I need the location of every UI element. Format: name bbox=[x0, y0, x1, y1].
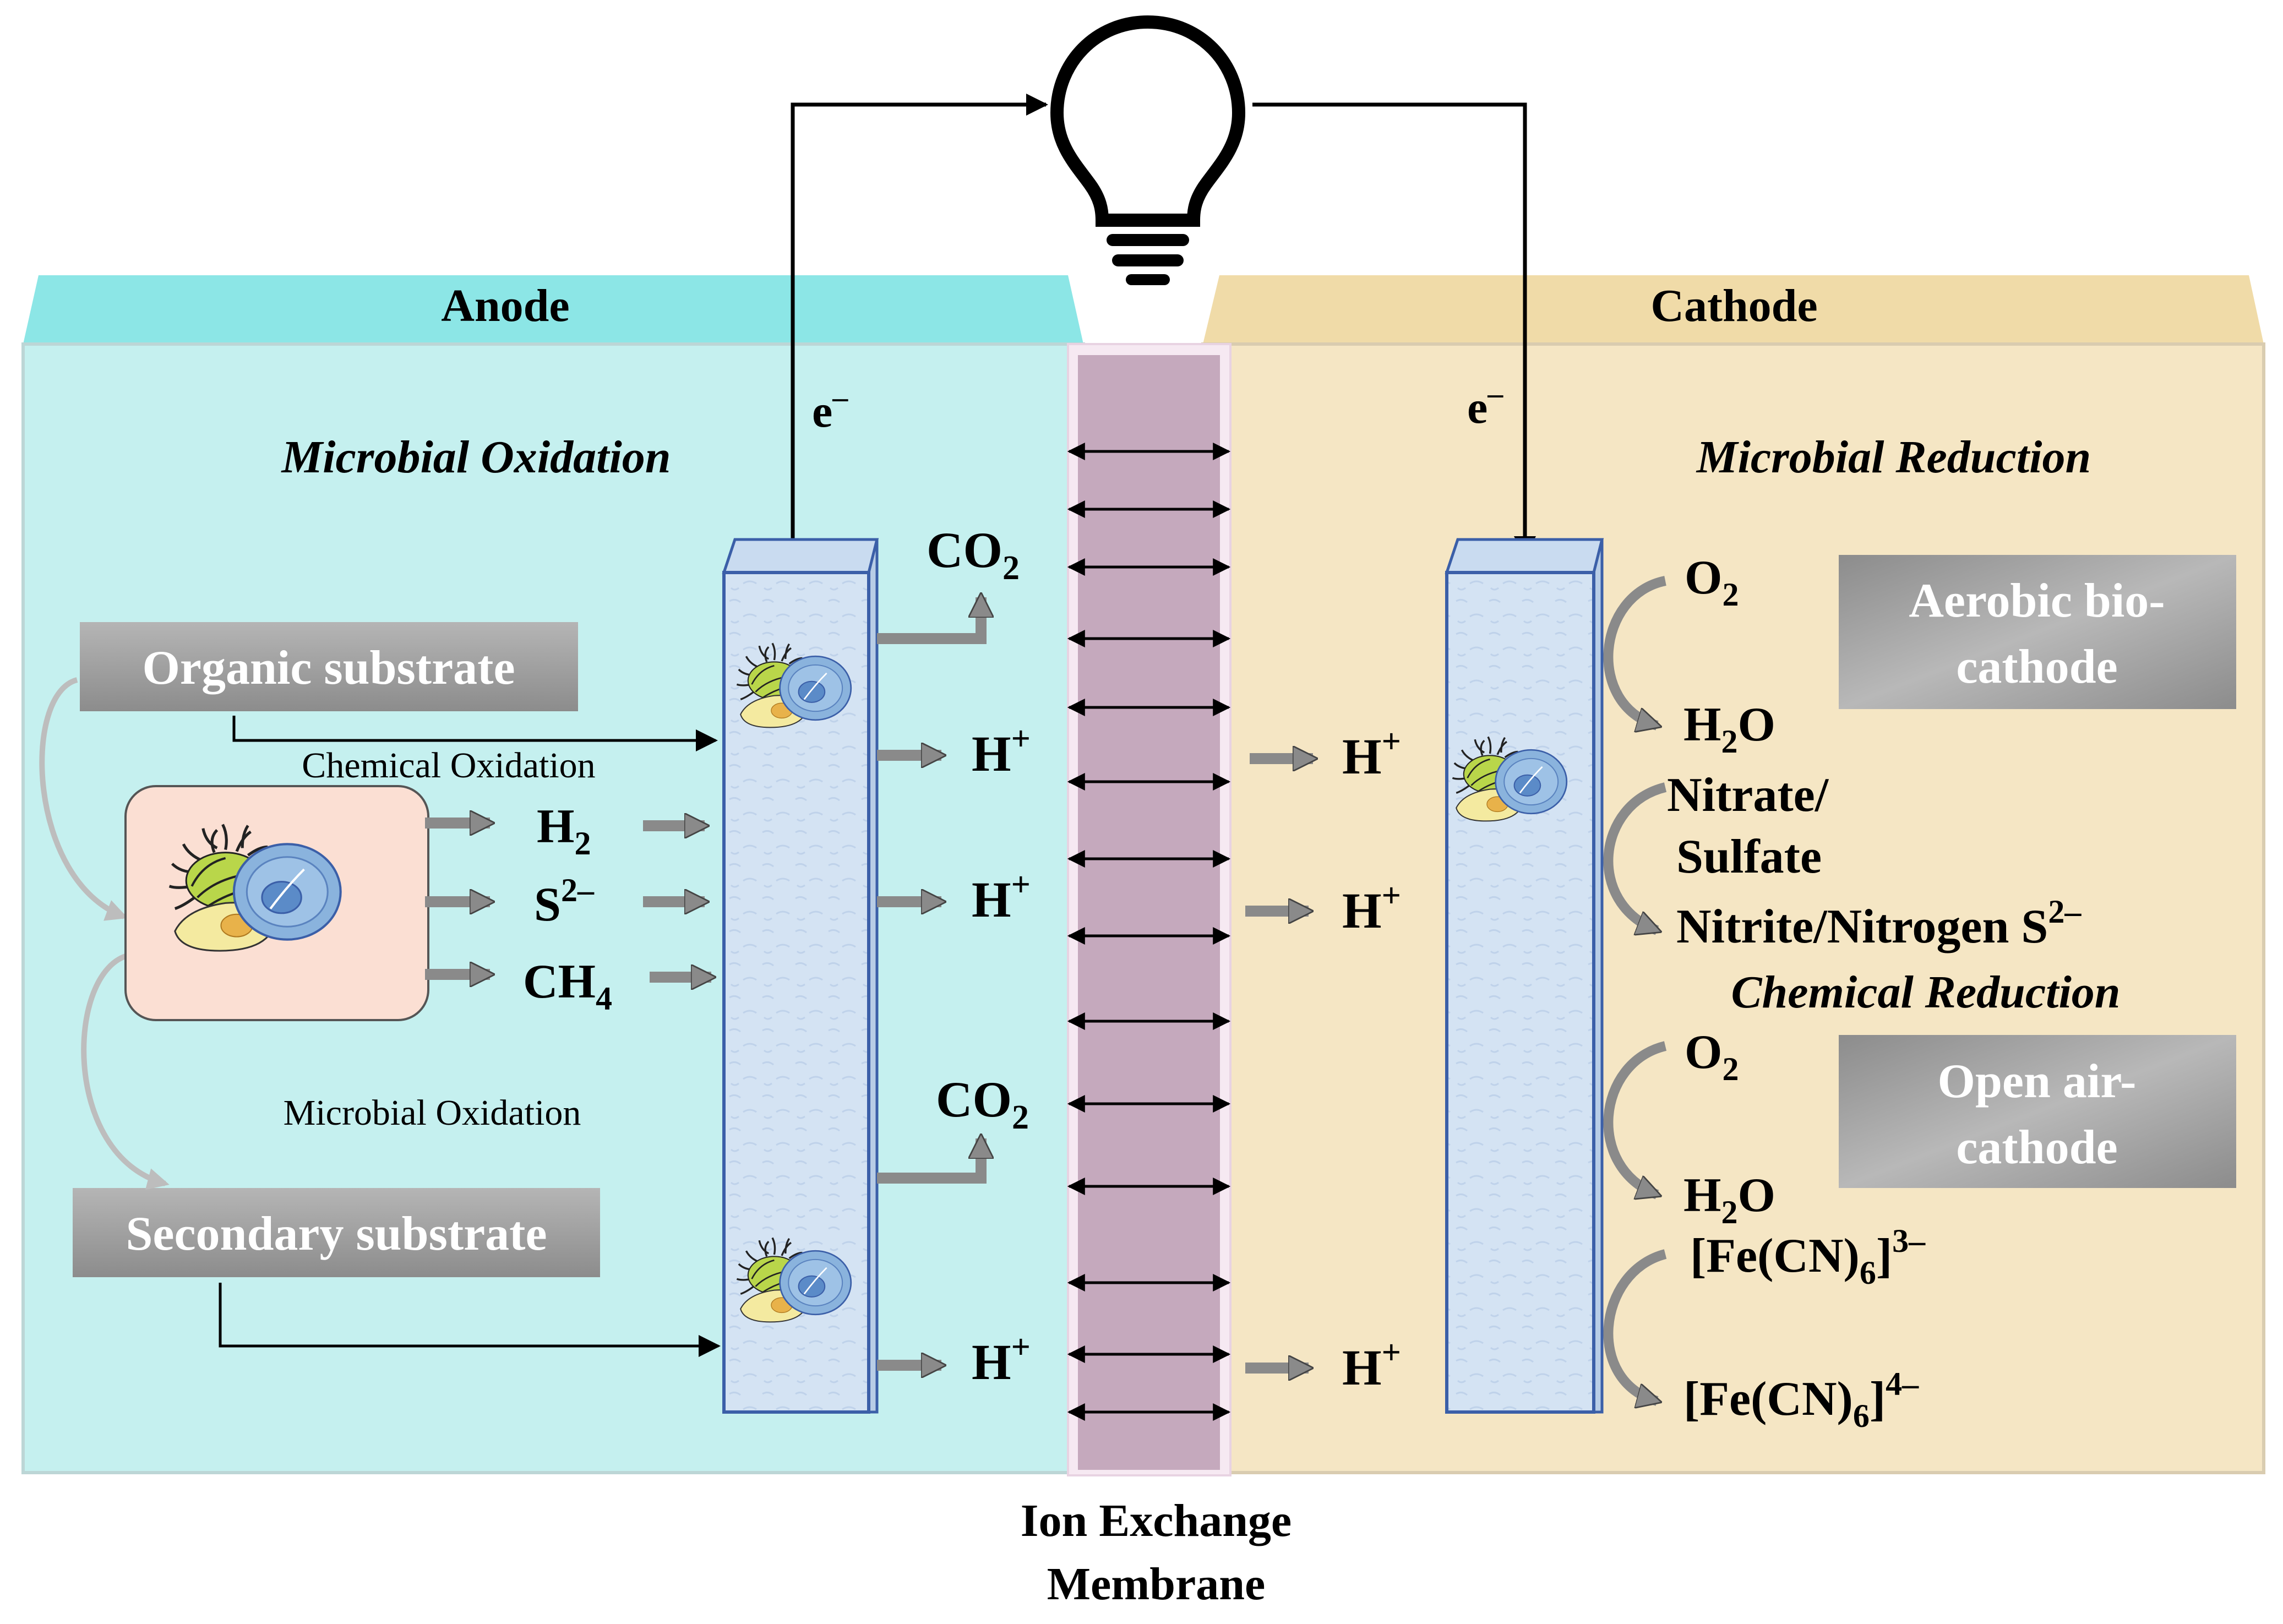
anode-electron-label: e– bbox=[812, 380, 848, 437]
cell-product-arrows bbox=[425, 823, 711, 977]
aerobic-line1: Aerobic bio- bbox=[1909, 574, 2165, 628]
substrate-cycle-arrow bbox=[81, 952, 170, 1190]
anode-electrode bbox=[722, 538, 879, 1414]
cathode-hplus-3: H+ bbox=[1342, 1334, 1401, 1396]
cathode-chamber: Cathode bbox=[1201, 275, 2265, 1474]
fermentation-cell bbox=[124, 785, 429, 1021]
cathode-wire bbox=[1252, 102, 1536, 558]
cathode-o2-bottom: O2 bbox=[1685, 1026, 1739, 1087]
cathode-h2o-top: H2O bbox=[1683, 698, 1775, 760]
cathode-hplus-1: H+ bbox=[1342, 723, 1401, 784]
aerobic-line2: cathode bbox=[1956, 640, 2117, 694]
membrane-body bbox=[1078, 355, 1220, 1470]
chemical-reduction-label: Chemical Reduction bbox=[1731, 967, 2120, 1018]
anode-header-band bbox=[23, 275, 1083, 344]
anode-proton-arrows bbox=[877, 755, 941, 1365]
cathode-proton-arrows bbox=[1245, 759, 1313, 1368]
ch4-product: CH4 bbox=[523, 955, 612, 1017]
organic-to-anode-arrow bbox=[232, 716, 718, 751]
ion-exchange-membrane: Ion Exchange Membrane bbox=[1021, 343, 1292, 1610]
openair-line1: Open air- bbox=[1938, 1055, 2137, 1108]
organic-substrate-label: Organic substrate bbox=[142, 641, 515, 695]
anode-hplus-3: H+ bbox=[972, 1328, 1031, 1390]
cathode-hplus-2: H+ bbox=[1342, 877, 1401, 939]
organic-substrate-box bbox=[80, 622, 578, 711]
microbial-oxidation-label: Microbial Oxidation bbox=[284, 1093, 581, 1133]
open-air-cathode-box bbox=[1839, 1035, 2236, 1188]
cathode-process-title: Microbial Reduction bbox=[1696, 432, 2091, 483]
cathode-reaction-arrows bbox=[1603, 576, 1667, 1401]
cathode-electrode bbox=[1445, 538, 1604, 1414]
anode-hplus-2: H+ bbox=[972, 866, 1031, 928]
lightbulb-icon bbox=[1050, 15, 1246, 285]
anode-wire bbox=[791, 94, 1048, 556]
co2-bottom-label: CO2 bbox=[936, 1071, 1029, 1136]
membrane-label-line1: Ion Exchange bbox=[1021, 1495, 1292, 1546]
sulfide-product: S2– bbox=[534, 872, 595, 931]
h2-product: H2 bbox=[537, 800, 591, 862]
cathode-electron-label: e– bbox=[1467, 377, 1503, 433]
openair-line2: cathode bbox=[1956, 1121, 2117, 1174]
cathode-sulfate: Sulfate bbox=[1676, 830, 1822, 884]
membrane-label-line2: Membrane bbox=[1047, 1558, 1266, 1610]
cathode-title: Cathode bbox=[1650, 280, 1817, 331]
aerobic-biocathode-box bbox=[1839, 555, 2236, 709]
secondary-substrate-label: Secondary substrate bbox=[126, 1207, 547, 1261]
cathode-nitrate: Nitrate/ bbox=[1667, 769, 1829, 822]
anode-title: Anode bbox=[441, 280, 569, 331]
cathode-o2-top: O2 bbox=[1685, 551, 1739, 613]
ferrocyanide: [Fe(CN)6]4– bbox=[1683, 1366, 1919, 1434]
secondary-substrate-box bbox=[73, 1188, 600, 1277]
co2-release-arrow bbox=[877, 1138, 981, 1184]
cathode-header-band bbox=[1203, 275, 2264, 344]
ferricyanide: [Fe(CN)6]3– bbox=[1690, 1223, 1926, 1291]
membrane-ion-arrows bbox=[1067, 443, 1231, 1421]
substrate-cycle-arrow bbox=[39, 677, 128, 921]
anode-process-title: Microbial Oxidation bbox=[280, 432, 671, 483]
chemical-oxidation-label: Chemical Oxidation bbox=[302, 745, 595, 786]
cathode-compartment bbox=[1201, 342, 2265, 1474]
external-circuit bbox=[791, 15, 1536, 558]
co2-top-label: CO2 bbox=[927, 522, 1020, 587]
anode-hplus-1: H+ bbox=[972, 720, 1031, 782]
cathode-nitrite: Nitrite/Nitrogen S2– bbox=[1676, 893, 2082, 953]
co2-release-arrow bbox=[877, 597, 981, 644]
secondary-to-anode-arrow bbox=[219, 1283, 721, 1357]
cathode-h2o-bottom: H2O bbox=[1683, 1169, 1775, 1230]
